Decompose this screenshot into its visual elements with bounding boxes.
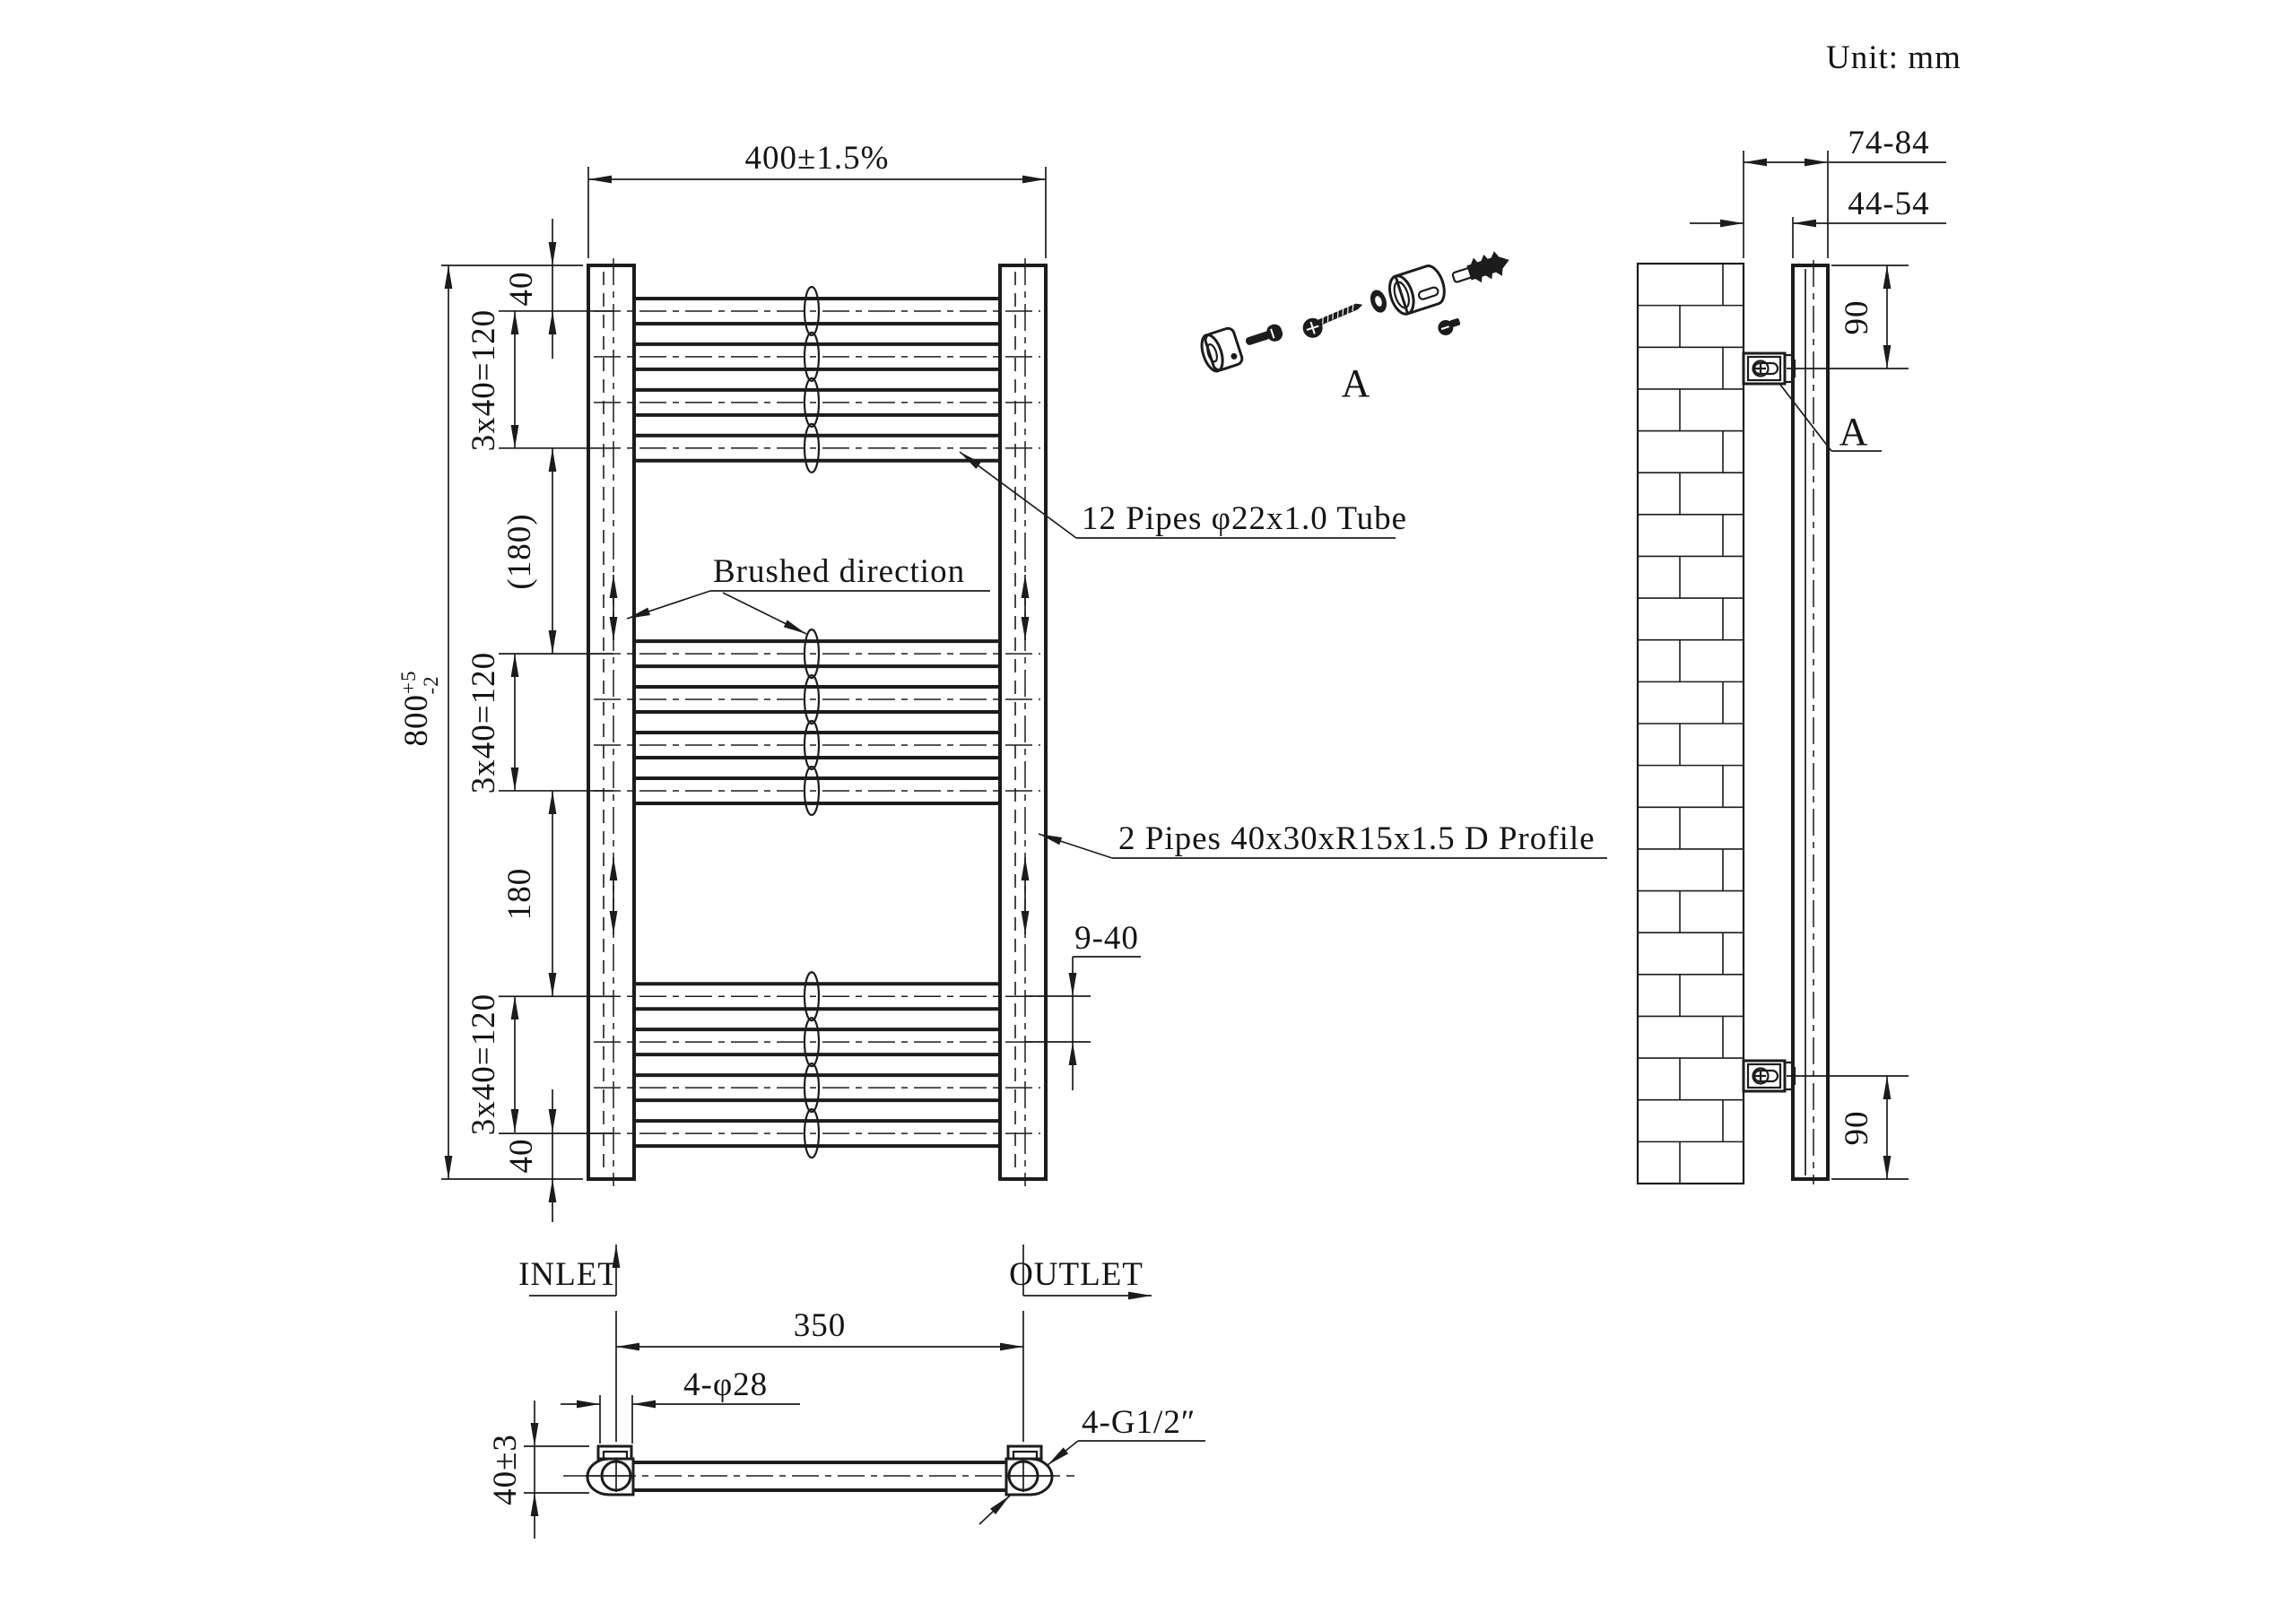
wall-bracket-bottom (1742, 1059, 1796, 1093)
assembly-label: A (1342, 361, 1371, 405)
dim-pipe-pitch-label: 9-40 (1074, 920, 1139, 957)
dim-threads: 4-G1/2″ (978, 1404, 1205, 1525)
dim-width: 400±1.5% (587, 140, 1047, 258)
screw-part (1302, 303, 1363, 338)
dim-height: 800+5-2 (397, 265, 583, 1180)
dim-bottom-margin-label: 40 (503, 1139, 540, 1174)
brushed-direction-arrows (609, 575, 1030, 934)
assembly-detail: A (1200, 251, 1509, 405)
dim-width-label: 400±1.5% (745, 140, 890, 177)
wall-bracket-top (1742, 351, 1796, 386)
dim-group2-label: 3x40=120 (465, 652, 502, 794)
outlet-label: OUTLET (1009, 1256, 1144, 1293)
cap-part (1200, 326, 1244, 373)
inlet-callout: INLET (518, 1245, 621, 1297)
dim-bracket-top-label: 90 (1839, 300, 1875, 335)
small-screw-part (1438, 318, 1461, 335)
side-view: 74-84 44-54 90 90 A (1636, 125, 1946, 1185)
dim-group1-label: 3x40=120 (465, 309, 502, 451)
rail-side-profile (1791, 264, 1830, 1181)
bottom-view: INLET OUTLET 350 4-φ28 (487, 1245, 1205, 1539)
dim-top-margin-label: 40 (503, 272, 540, 307)
dim-bracket-top: 90 (1787, 265, 1909, 369)
unit-note: Unit: mm (1826, 39, 1961, 76)
dim-hole-centers-label: 350 (794, 1307, 847, 1344)
dim-wall-to-front: 74-84 (1743, 125, 1946, 258)
dim-group3-label: 3x40=120 (465, 993, 502, 1135)
callout-brushed: Brushed direction (626, 553, 990, 635)
detail-ref: A (1779, 384, 1882, 454)
stud-part (1245, 324, 1283, 345)
callout-pipes: 12 Pipes φ22x1.0 Tube (959, 451, 1407, 539)
front-view: 400±1.5% 800+5-2 3x40=120 3x40=120 3x40=… (397, 140, 1607, 1222)
callout-brushed-label: Brushed direction (713, 553, 965, 590)
inlet-label: INLET (518, 1256, 619, 1293)
dim-pipe-pitch: 9-40 (1025, 920, 1141, 1090)
outlet-fitting (1004, 1444, 1054, 1496)
dim-holes: 4-φ28 (561, 1366, 800, 1444)
dim-hole-centers: 350 (615, 1307, 1024, 1442)
dim-margins-gaps: 40 (180) 180 40 (501, 219, 557, 1222)
dim-fitting-height-label: 40±3 (487, 1434, 524, 1505)
detail-ref-label: A (1839, 410, 1869, 454)
pipe-rows (594, 285, 1040, 1159)
dim-wall-to-back: 44-54 (1690, 186, 1946, 258)
barrel-part (1387, 265, 1446, 316)
dim-height-label: 800+5-2 (397, 671, 442, 747)
callout-pipes-label: 12 Pipes φ22x1.0 Tube (1082, 500, 1407, 537)
dim-holes-label: 4-φ28 (683, 1366, 768, 1403)
dim-wall-to-front-label: 74-84 (1848, 125, 1929, 161)
dim-pipe-groups: 3x40=120 3x40=120 3x40=120 (465, 309, 519, 1135)
washer-part (1370, 290, 1387, 313)
dim-wall-to-back-label: 44-54 (1848, 186, 1929, 222)
callout-profile-label: 2 Pipes 40x30xR15x1.5 D Profile (1118, 820, 1596, 857)
dim-gap2-label: 180 (501, 868, 538, 921)
callout-profile: 2 Pipes 40x30xR15x1.5 D Profile (1038, 820, 1607, 859)
outlet-callout: OUTLET (1009, 1245, 1152, 1300)
dim-fitting-height: 40±3 (487, 1401, 589, 1539)
dim-bracket-bottom: 90 (1787, 1075, 1909, 1180)
anchor-part (1451, 251, 1509, 283)
dim-gap1-label: (180) (501, 513, 538, 589)
brick-pattern (1638, 264, 1744, 1184)
dim-threads-label: 4-G1/2″ (1082, 1404, 1196, 1441)
dim-bracket-bottom-label: 90 (1839, 1111, 1875, 1146)
inlet-fitting (586, 1444, 635, 1496)
left-rail (587, 264, 636, 1181)
right-rail (998, 264, 1048, 1181)
